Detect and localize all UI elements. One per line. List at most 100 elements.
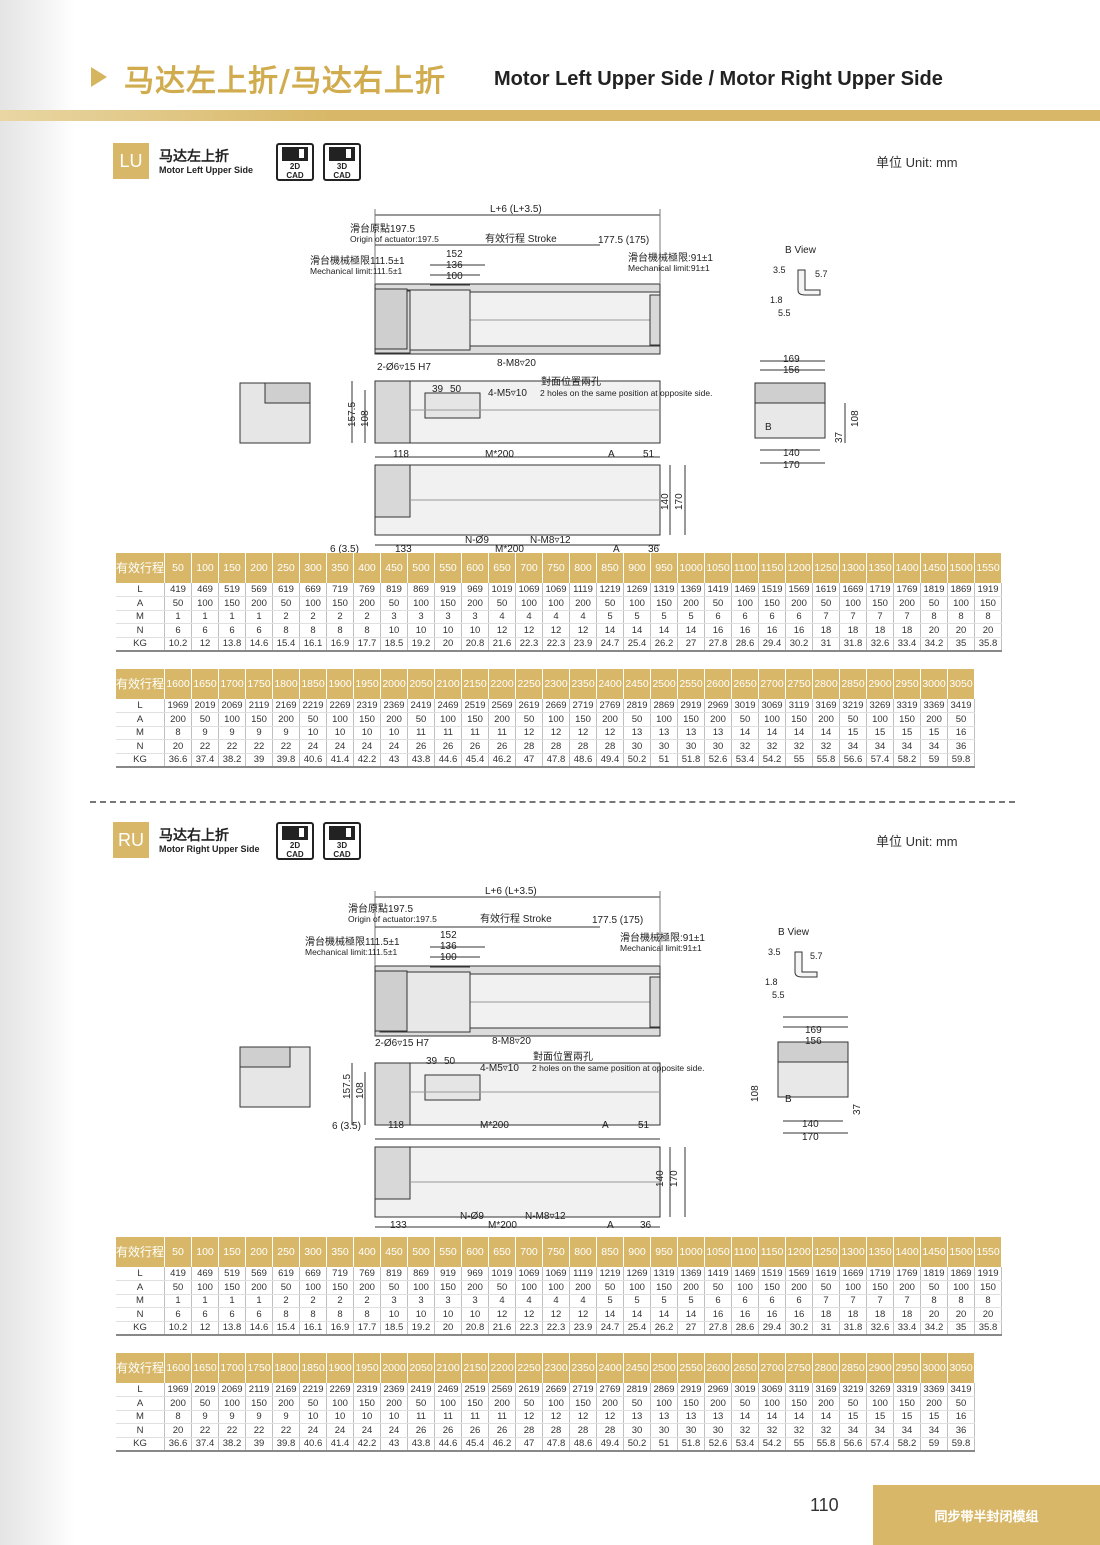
- technical-drawing-lu: L+6 (L+3.5) 滑台原點197.5 Origin of actuator…: [230, 180, 880, 580]
- dim-100: 100: [440, 952, 457, 963]
- stroke-header-cell: 2700: [758, 669, 787, 699]
- stroke-header-cell: 1200: [785, 1237, 814, 1267]
- table-cell: 29.4: [758, 1321, 787, 1336]
- table-cell: 34: [839, 739, 868, 754]
- dim-stroke: 有效行程 Stroke: [480, 912, 552, 925]
- table-cell: 100: [542, 1280, 571, 1295]
- table-cell: 22: [272, 1423, 301, 1438]
- table-cell: 26: [434, 1423, 463, 1438]
- table-cell: 1069: [515, 583, 544, 598]
- table-cell: 38.2: [218, 1437, 247, 1452]
- table-cell: 1719: [866, 583, 895, 598]
- table-cell: 20: [164, 1423, 193, 1438]
- table-cell: 12: [542, 1307, 571, 1322]
- table-cell: 3069: [758, 699, 787, 714]
- table-cell: 6: [191, 1307, 220, 1322]
- table-cell: 31: [812, 1321, 841, 1336]
- table-cell: 200: [569, 1280, 598, 1295]
- table-cell: 1: [245, 610, 274, 625]
- table-cell: 669: [299, 583, 328, 598]
- stroke-header-cell: 550: [434, 553, 463, 583]
- table-cell: 27.8: [704, 637, 733, 652]
- table-cell: 26: [407, 739, 436, 754]
- header-bar: [0, 110, 1100, 121]
- table-cell: 20: [920, 623, 949, 638]
- section-title-en: Motor Right Upper Side: [159, 844, 260, 854]
- table-cell: 25.4: [623, 1321, 652, 1336]
- bv-57: 5.7: [810, 951, 823, 961]
- table-cell: 14.6: [245, 637, 274, 652]
- dim-opp-en: 2 holes on the same position at opposite…: [540, 388, 712, 398]
- stroke-header-cell: 2850: [839, 1353, 868, 1383]
- table-cell: 4: [542, 610, 571, 625]
- table-cell: 100: [218, 712, 247, 727]
- dim-m200: M*200: [485, 449, 514, 460]
- table-cell: 100: [326, 1396, 355, 1411]
- row-label: N: [116, 623, 166, 638]
- dim-a-bottom: A: [613, 544, 620, 555]
- table-cell: 50: [812, 1280, 841, 1295]
- dim-170-bottom: 170: [674, 493, 685, 510]
- stroke-header-cell: 750: [542, 553, 571, 583]
- table-cell: 30.2: [785, 637, 814, 652]
- stroke-header-cell: 900: [623, 1237, 652, 1267]
- table-cell: 26: [461, 739, 490, 754]
- dim-m5: 4-M5▿10: [480, 1063, 519, 1074]
- table-cell: 14: [758, 1410, 787, 1425]
- table-cell: 869: [407, 1267, 436, 1282]
- table-cell: 5: [596, 1294, 625, 1309]
- table-cell: 200: [704, 1396, 733, 1411]
- table-cell: 150: [461, 712, 490, 727]
- table-cell: 7: [839, 610, 868, 625]
- table-cell: 12: [569, 623, 598, 638]
- table-cell: 15: [920, 726, 949, 741]
- table-cell: 3169: [812, 1383, 841, 1398]
- table-cell: 50: [515, 712, 544, 727]
- table-cell: 36.6: [164, 753, 193, 768]
- table-cell: 6: [758, 1294, 787, 1309]
- section-title-cn: 马达左上折: [159, 149, 229, 165]
- left-shade: [0, 0, 75, 1545]
- section-title-en: Motor Left Upper Side: [159, 165, 253, 175]
- stroke-header-cell: 950: [650, 553, 679, 583]
- dim-140: 140: [783, 448, 800, 459]
- stroke-header-cell: 2300: [542, 669, 571, 699]
- row-label: L: [116, 1383, 166, 1398]
- table-cell: 2269: [326, 699, 355, 714]
- stroke-header-cell: 2200: [488, 669, 517, 699]
- table-cell: 17.7: [353, 637, 382, 652]
- table-cell: 3019: [731, 699, 760, 714]
- table-cell: 50: [191, 712, 220, 727]
- table-cell: 50: [704, 1280, 733, 1295]
- table-cell: 150: [974, 596, 1003, 611]
- table-cell: 37.4: [191, 753, 220, 768]
- table-cell: 50: [515, 1396, 544, 1411]
- table-cell: 2669: [542, 1383, 571, 1398]
- table-cell: 100: [191, 596, 220, 611]
- table-cell: 2: [353, 610, 382, 625]
- table-cell: 50: [947, 1396, 976, 1411]
- stroke-header-cell: 1350: [866, 553, 895, 583]
- table-cell: 7: [812, 1294, 841, 1309]
- table-cell: 150: [893, 712, 922, 727]
- table-cell: 100: [731, 1280, 760, 1295]
- stroke-header-cell: 1250: [812, 1237, 841, 1267]
- row-label: L: [116, 1267, 166, 1282]
- table-cell: 1069: [542, 1267, 571, 1282]
- table-cell: 1269: [623, 1267, 652, 1282]
- table-cell: 50: [920, 1280, 949, 1295]
- table-cell: 50.2: [623, 753, 652, 768]
- table-cell: 150: [245, 1396, 274, 1411]
- dim-pin-hole: 2-Ø6▿15 H7: [375, 1038, 429, 1049]
- table-cell: 15.4: [272, 637, 301, 652]
- table-cell: 150: [434, 1280, 463, 1295]
- table-cell: 8: [272, 1307, 301, 1322]
- table-cell: 5: [623, 1294, 652, 1309]
- table-cell: 32: [758, 1423, 787, 1438]
